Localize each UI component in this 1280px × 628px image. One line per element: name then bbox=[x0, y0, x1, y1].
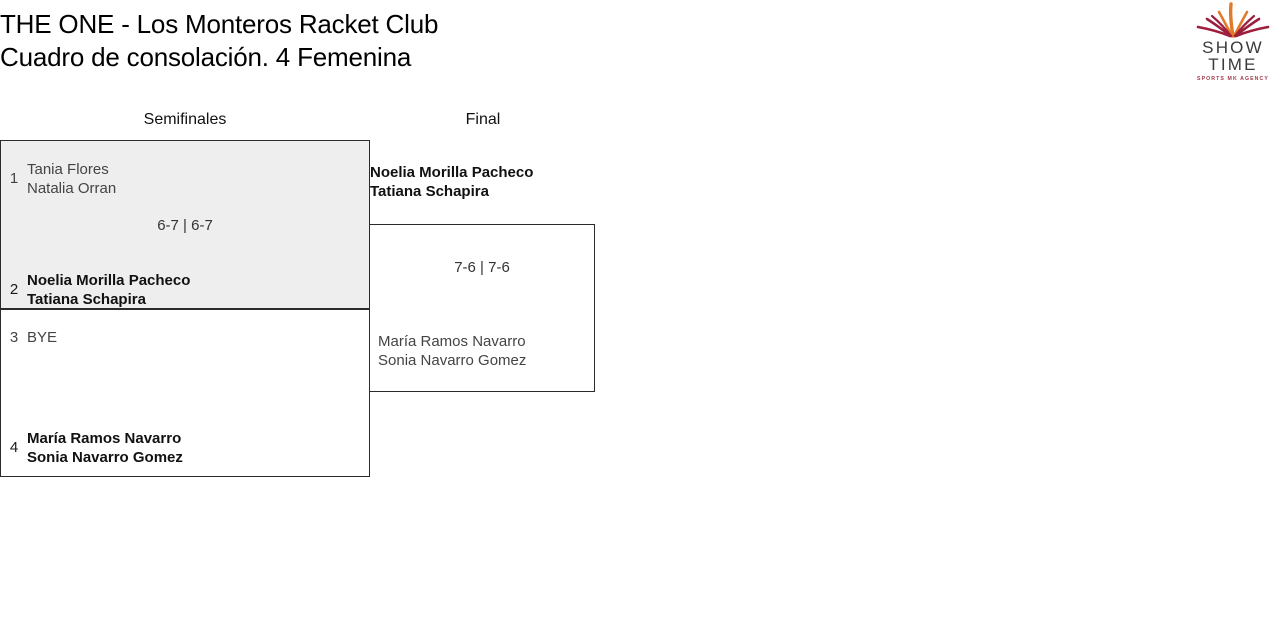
team-players: Noelia Morilla Pacheco Tatiana Schapira bbox=[27, 271, 190, 309]
seed-number: 2 bbox=[9, 281, 19, 298]
team-players: María Ramos Navarro Sonia Navarro Gomez bbox=[27, 429, 183, 467]
player-name: Tatiana Schapira bbox=[370, 183, 489, 200]
logo-tagline: SPORTS MK AGENCY bbox=[1197, 76, 1269, 82]
team-players: María Ramos Navarro Sonia Navarro Gomez bbox=[378, 332, 526, 370]
final-top-team[interactable]: Noelia Morilla Pacheco Tatiana Schapira bbox=[370, 163, 533, 201]
match-score: 7-6 | 7-6 bbox=[454, 259, 510, 276]
player-name: Noelia Morilla Pacheco bbox=[27, 272, 191, 289]
seed-number: 1 bbox=[9, 170, 19, 187]
tournament-name: THE ONE - Los Monteros Racket Club bbox=[0, 9, 439, 39]
round-heading-semifinales: Semifinales bbox=[143, 111, 227, 128]
match-score: 6-7 | 6-7 bbox=[157, 217, 213, 234]
logo-word-show: SHOW bbox=[1202, 38, 1264, 57]
match-box-semifinal-1[interactable]: 1 Tania Flores Natalia Orran 6-7 | 6-7 2… bbox=[0, 140, 370, 309]
match-box-semifinal-2[interactable]: 3 BYE 4 María Ramos Navarro Sonia Navarr… bbox=[0, 309, 370, 477]
player-name: Natalia Orran bbox=[27, 180, 117, 197]
team-players: Noelia Morilla Pacheco Tatiana Schapira bbox=[370, 163, 533, 201]
player-name: Tania Flores bbox=[27, 161, 109, 178]
player-name: Sonia Navarro Gomez bbox=[378, 352, 527, 369]
team-row-bottom[interactable]: 4 María Ramos Navarro Sonia Navarro Gome… bbox=[1, 429, 369, 467]
team-row-top[interactable]: 3 BYE bbox=[1, 328, 369, 347]
seed-number: 3 bbox=[9, 328, 19, 346]
page-title: THE ONE - Los Monteros Racket Club Cuadr… bbox=[0, 8, 1100, 74]
player-name: Noelia Morilla Pacheco bbox=[370, 164, 534, 181]
player-name: Tatiana Schapira bbox=[27, 291, 146, 308]
team-players: BYE bbox=[27, 328, 57, 347]
seed-number: 4 bbox=[9, 439, 19, 456]
player-name: María Ramos Navarro bbox=[27, 430, 182, 447]
round-heading-final: Final bbox=[465, 111, 501, 128]
firework-burst-icon bbox=[1196, 2, 1270, 38]
player-name: Sonia Navarro Gomez bbox=[27, 449, 183, 466]
showtime-logo: SHOW TIME SPORTS MK AGENCY bbox=[1194, 2, 1272, 82]
player-name: María Ramos Navarro bbox=[378, 333, 526, 350]
logo-word-time: TIME bbox=[1208, 55, 1258, 74]
team-row-bottom[interactable]: María Ramos Navarro Sonia Navarro Gomez bbox=[370, 332, 594, 370]
player-name: BYE bbox=[27, 329, 58, 346]
team-players: Tania Flores Natalia Orran bbox=[27, 160, 116, 198]
bracket-subtitle: Cuadro de consolación. 4 Femenina bbox=[0, 42, 412, 72]
team-row-bottom[interactable]: 2 Noelia Morilla Pacheco Tatiana Schapir… bbox=[1, 271, 369, 309]
match-box-final[interactable]: 7-6 | 7-6 María Ramos Navarro Sonia Nava… bbox=[369, 224, 595, 392]
team-row-top[interactable]: 1 Tania Flores Natalia Orran bbox=[1, 160, 369, 198]
